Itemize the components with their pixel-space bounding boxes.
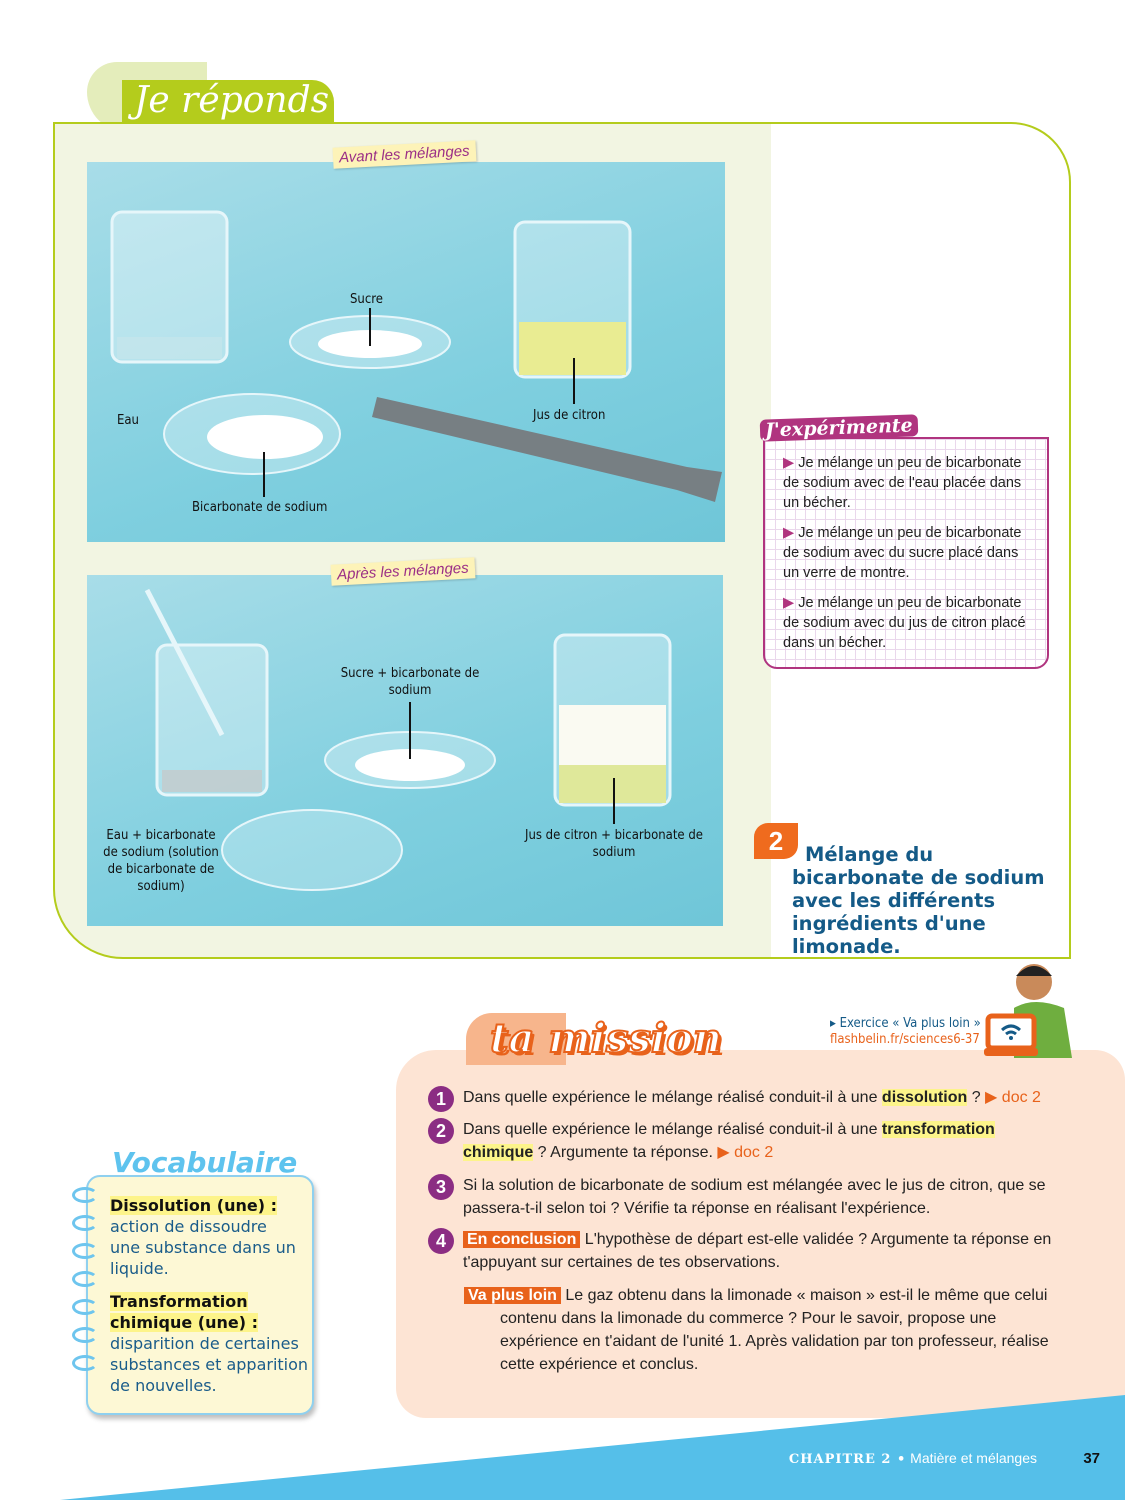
question-4: 4 En conclusion L'hypothèse de départ est… [428, 1228, 1088, 1274]
experiment-text: Je mélange un peu de bicarbonate de sodi… [783, 595, 1026, 651]
experiment-box: ▶ Je mélange un peu de bicarbonate de so… [763, 437, 1049, 669]
online-exercise-link[interactable]: ▸ Exercice « Va plus loin » flashbelin.f… [830, 1016, 981, 1048]
label-eau-bicarbonate: Eau + bicarbonate de sodium (solution de… [103, 828, 219, 894]
label-eau: Eau [117, 413, 139, 428]
spiral-ring-icon [72, 1355, 98, 1371]
spiral-ring-icon [72, 1327, 98, 1343]
further-text: Le gaz obtenu dans la limonade « maison … [500, 1287, 1049, 1373]
photo-after-illustration [144, 588, 672, 891]
vocab-entry: Transformation chimique (une) :dispariti… [110, 1291, 310, 1396]
experiment-item: ▶ Je mélange un peu de bicarbonate de so… [783, 593, 1033, 653]
vocab-term: Dissolution (une) : [110, 1196, 277, 1215]
photo-before [87, 162, 725, 542]
pointer-line [263, 452, 265, 497]
vocab-entry: Dissolution (une) : action de dissoudre u… [110, 1195, 300, 1279]
pointer-line [409, 702, 411, 759]
experiment-text: Je mélange un peu de bicarbonate de sodi… [783, 525, 1022, 581]
mission-tab-bg [466, 1013, 566, 1065]
question-3: 3 Si la solution de bicarbonate de sodium… [428, 1174, 1088, 1220]
vocabulary-box: Dissolution (une) : action de dissoudre u… [72, 1175, 314, 1415]
spiral-ring-icon [72, 1299, 98, 1315]
experiment-text: Je mélange un peu de bicarbonate de sodi… [783, 455, 1022, 511]
chapter-title: Matière et mélanges [910, 1450, 1037, 1466]
photo-after [87, 575, 723, 926]
doc-reference: ▶ doc 2 [717, 1144, 774, 1161]
vocab-term: Transformation chimique (une) : [110, 1292, 259, 1332]
vocab-definition: disparition de certaines substances et a… [110, 1334, 309, 1395]
experiment-item: ▶ Je mélange un peu de bicarbonate de so… [783, 523, 1033, 583]
question-number-badge: 2 [428, 1118, 454, 1144]
label-citron-bicarbonate: Jus de citron + bicarbonate de sodium [525, 828, 703, 860]
question-text: Si la solution de bicarbonate de sodium … [463, 1177, 1046, 1217]
page-number: 37 [1083, 1450, 1100, 1467]
question-2: 2 Dans quelle expérience le mélange réali… [428, 1118, 1068, 1164]
mission-title: ta mission [489, 1014, 723, 1063]
question-number-badge: 4 [428, 1228, 454, 1254]
footer-chapter: CHAPITRE 2 • Matière et mélanges [789, 1450, 1037, 1467]
triangle-icon: ▶ [783, 595, 799, 611]
chapter-label: CHAPITRE 2 • [788, 1452, 907, 1467]
further-exercise: Va plus loin Le gaz obtenu dans la limon… [464, 1284, 1074, 1376]
vocab-definition: action de dissoudre une substance dans u… [110, 1217, 296, 1278]
link-url[interactable]: flashbelin.fr/sciences6-37 [830, 1032, 980, 1047]
further-tag: Va plus loin [464, 1287, 561, 1304]
label-citron: Jus de citron [533, 408, 606, 423]
doc-reference: ▶ doc 2 [985, 1089, 1041, 1106]
question-text: Dans quelle expérience le mélange réalis… [463, 1121, 882, 1138]
pointer-line [613, 778, 615, 824]
section-title: Je réponds [122, 80, 334, 124]
highlighted-term: dissolution [881, 1089, 968, 1106]
question-text: Dans quelle expérience le mélange réalis… [463, 1089, 882, 1106]
label-sucre: Sucre [350, 292, 383, 307]
question-number-badge: 1 [428, 1086, 454, 1112]
pointer-line [369, 308, 371, 346]
vocabulary-title: Vocabulaire [112, 1146, 298, 1179]
spiral-ring-icon [72, 1215, 98, 1231]
pointer-line [573, 358, 575, 404]
photo-before-illustration [110, 210, 722, 502]
link-label[interactable]: ▸ Exercice « Va plus loin » [830, 1016, 981, 1031]
doc-title: Mélange du bicarbonate de sodium avec le… [792, 843, 1045, 958]
spiral-ring-icon [72, 1187, 98, 1203]
question-text: ? [967, 1089, 986, 1106]
conclusion-tag: En conclusion [463, 1231, 581, 1248]
triangle-icon: ▶ [783, 525, 799, 541]
label-bicarbonate: Bicarbonate de sodium [192, 500, 328, 515]
label-sucre-bicarbonate: Sucre + bicarbonate de sodium [340, 666, 480, 698]
spiral-ring-icon [72, 1243, 98, 1259]
question-text: L'hypothèse de départ est-elle validée ?… [463, 1231, 1052, 1271]
experiment-item: ▶ Je mélange un peu de bicarbonate de so… [783, 453, 1033, 513]
student-with-laptop-icon [984, 964, 1072, 1058]
triangle-icon: ▶ [783, 455, 799, 471]
question-1: 1 Dans quelle expérience le mélange réali… [428, 1086, 1088, 1112]
doc-number-badge: 2 [754, 823, 798, 859]
question-number-badge: 3 [428, 1174, 454, 1200]
question-text: ? Argumente ta réponse. [533, 1144, 718, 1161]
spiral-ring-icon [72, 1271, 98, 1287]
